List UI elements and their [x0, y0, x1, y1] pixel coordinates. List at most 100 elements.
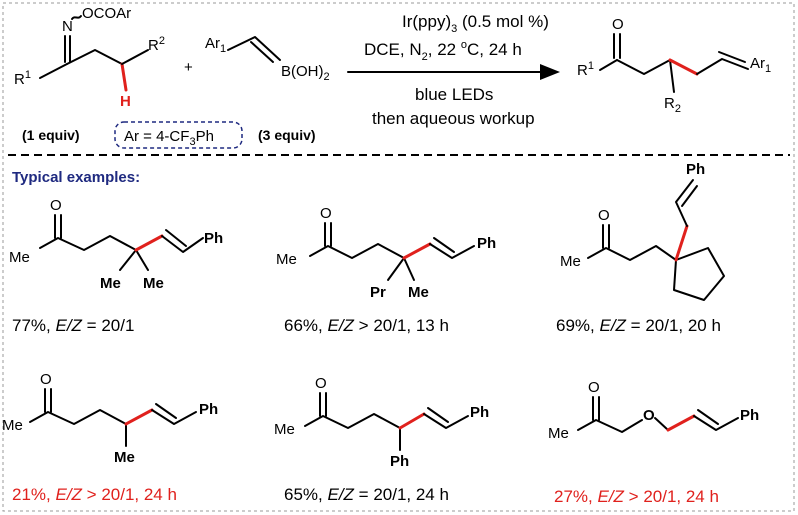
ex3-cyclopentane: [673, 247, 725, 301]
ex6-ph: Ph: [740, 407, 759, 424]
conditions-line-1: Ir(ppy)3 (0.5 mol %): [402, 12, 549, 35]
ex1-new-bond: [134, 234, 164, 252]
bond-r2: [121, 49, 149, 65]
ex2-ph: Ph: [477, 235, 496, 252]
product-vinyl-double: [718, 51, 746, 63]
example-4-structure: O Me Me Ph: [2, 371, 218, 466]
ex1-me-3: Me: [143, 275, 164, 292]
example-5-yield: 65%, E/Z = 20/1, 24 h: [284, 485, 449, 504]
ex3-me: Me: [560, 253, 581, 270]
ex5-vinyl: [423, 413, 469, 429]
example-1-structure: O Me Me Me Ph: [9, 197, 223, 292]
ex2-me-bond: [403, 257, 415, 281]
product-r2-label: R2: [664, 95, 681, 115]
ex6-vinyl: [693, 415, 739, 431]
example-2-yield: 66%, E/Z > 20/1, 13 h: [284, 316, 449, 335]
ex5-o-label: O: [315, 375, 327, 392]
ex4-ph: Ph: [199, 401, 218, 418]
r2-label: R2: [148, 35, 165, 54]
product-r1-label: R1: [577, 60, 594, 79]
bond-r1: [39, 63, 68, 79]
ex1-ph: Ph: [204, 230, 223, 247]
ex1-me-2: Me: [100, 275, 121, 292]
chain-bonds: [66, 49, 123, 65]
ex1-me-bond-a: [119, 249, 137, 271]
ex5-ph: Ph: [470, 404, 489, 421]
example-3-yield: 69%, E/Z = 20/1, 20 h: [556, 316, 721, 335]
ex4-me: Me: [2, 417, 23, 434]
product-vinyl: [696, 58, 749, 75]
ex2-o-label: O: [320, 205, 332, 222]
ex2-pr: Pr: [370, 284, 386, 301]
ex2-chain: [309, 243, 405, 259]
ex1-me-1: Me: [9, 249, 30, 266]
ex1-chain: [39, 235, 137, 251]
substrate-structure: N OCOAr R1 R2 H: [14, 5, 165, 110]
section-header: Typical examples:: [12, 169, 140, 186]
vinyl-double-bond: [250, 41, 274, 63]
ex6-oc-bond: [654, 417, 669, 431]
r1-label: R1: [14, 69, 31, 88]
ex2-new-bond: [402, 242, 432, 260]
reaction-arrow-head: [540, 64, 560, 80]
plus-sign: +: [184, 59, 193, 76]
example-4-yield: 21%, E/Z > 20/1, 24 h: [12, 485, 177, 504]
h-label: H: [120, 93, 131, 110]
ex2-me: Me: [276, 251, 297, 268]
conditions-line-3: blue LEDs: [415, 85, 493, 104]
ex4-vinyl-double: [155, 403, 177, 419]
ex3-ph: Ph: [686, 161, 705, 178]
ex2-vinyl: [429, 243, 475, 259]
ex5-new-bond: [398, 412, 426, 430]
ex2-vinyl-double: [433, 237, 455, 253]
oxime-n-label: N: [62, 18, 73, 35]
conditions-line-4: then aqueous workup: [372, 109, 535, 128]
substrate-equiv-label: (1 equiv): [22, 127, 80, 143]
ex5-ph-sub: Ph: [390, 453, 409, 470]
ar-definition-box: [114, 121, 243, 149]
ex5-me: Me: [274, 421, 295, 438]
ocoar-label: OCOAr: [82, 5, 131, 22]
product-structure: O R1 R2 Ar1: [577, 16, 771, 115]
example-6-yield: 27%, E/Z > 20/1, 24 h: [554, 487, 719, 506]
ex6-new-bond: [666, 414, 696, 432]
reagent-equiv-label: (3 equiv): [258, 127, 316, 143]
ex4-o-label: O: [40, 371, 52, 388]
ex5-vinyl-double: [427, 407, 449, 423]
ar1-label: Ar1: [205, 35, 226, 55]
product-o-label: O: [612, 16, 624, 33]
ex1-vinyl-double: [165, 229, 187, 247]
ex3-vinyl-double: [681, 185, 698, 207]
ex4-chain: [29, 409, 127, 425]
example-6-structure: O Me O Ph: [548, 379, 759, 442]
ex2-pr-bond: [387, 257, 405, 281]
new-cc-bond-highlight: [668, 58, 699, 76]
ex1-o-label: O: [50, 197, 62, 214]
example-3-structure: O Me Ph: [560, 161, 725, 301]
ex2-me-2: Me: [408, 284, 429, 301]
ex4-me-2: Me: [114, 449, 135, 466]
product-ar1-label: Ar1: [750, 55, 771, 75]
ex3-chain: [587, 245, 677, 261]
ch-bond-highlight: [120, 62, 128, 92]
ar-definition-text: Ar = 4-CF3Ph: [124, 128, 214, 148]
ex5-chain: [304, 413, 401, 429]
ex6-chain: [577, 419, 643, 433]
ex6-me: Me: [548, 425, 569, 442]
boronic-acid-structure: Ar1 B(OH)2: [205, 35, 330, 83]
ex3-o-label: O: [598, 207, 610, 224]
example-2-structure: O Me Pr Me Ph: [276, 205, 496, 301]
ex1-me-bond-b: [135, 249, 149, 271]
wavy-bond: [71, 15, 82, 20]
ex4-new-bond: [124, 408, 154, 426]
conditions-line-2: DCE, N2, 22 oC, 24 h: [364, 39, 522, 63]
ex1-vinyl: [161, 235, 204, 253]
ex6-vinyl-double: [697, 409, 719, 425]
product-chain: [616, 59, 671, 75]
ex3-new-bond: [674, 224, 689, 262]
ex6-o-label: O: [588, 379, 600, 396]
ex4-vinyl: [151, 409, 197, 425]
